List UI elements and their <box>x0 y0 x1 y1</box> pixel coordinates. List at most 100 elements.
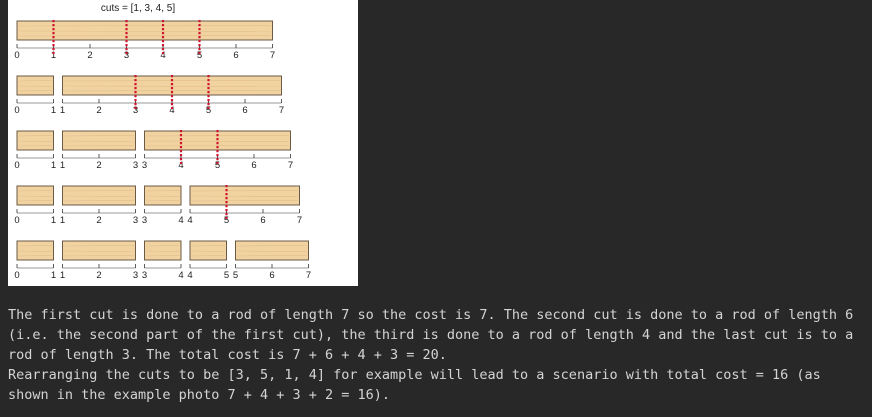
tick-label: 7 <box>279 105 284 116</box>
tick-label: 1 <box>60 105 65 116</box>
wood-grain <box>18 90 52 92</box>
tick-label: 0 <box>14 270 19 281</box>
tick-label: 2 <box>96 270 101 281</box>
tick-label: 6 <box>269 270 274 281</box>
rod-piece <box>16 240 54 261</box>
rod-piece <box>62 185 136 206</box>
rod-piece-body <box>62 240 136 261</box>
wood-grain <box>191 250 225 252</box>
wood-grain <box>64 250 134 252</box>
rod-piece-body <box>189 185 300 206</box>
tick-label: 3 <box>142 215 147 226</box>
tick-label: 4 <box>178 270 183 281</box>
wood-grain <box>64 245 134 247</box>
wood-grain <box>64 255 134 257</box>
tick-label: 3 <box>124 50 129 61</box>
rod-piece-body <box>16 130 54 151</box>
diagram-title: cuts = [1, 3, 4, 5] <box>101 3 175 14</box>
wood-grain <box>146 190 180 192</box>
tick-label: 5 <box>206 105 211 116</box>
wood-grain <box>64 135 134 137</box>
rod-piece-body <box>144 185 182 206</box>
tick-label: 3 <box>133 270 138 281</box>
rod-piece <box>62 240 136 261</box>
rod-piece <box>144 240 182 261</box>
tick-label: 2 <box>96 215 101 226</box>
wood-grain <box>146 200 180 202</box>
rod-piece-body <box>16 185 54 206</box>
wood-grain <box>64 145 134 147</box>
wood-grain <box>64 195 134 197</box>
wood-grain <box>64 85 280 87</box>
wood-grain <box>18 245 52 247</box>
rod-piece-body <box>16 75 54 96</box>
rod-row-1: 0 1 2 3 4 5 6 7 <box>14 20 275 61</box>
explanation-text: The first cut is done to a rod of length… <box>8 305 868 405</box>
rod-piece <box>16 185 54 206</box>
wood-grain <box>18 195 52 197</box>
wood-grain <box>18 200 52 202</box>
tick-label: 0 <box>14 215 19 226</box>
wood-grain <box>18 85 52 87</box>
tick-label: 1 <box>51 50 56 61</box>
tick-label: 6 <box>260 215 265 226</box>
rod-piece <box>62 130 136 151</box>
explanation-paragraph-2: Rearranging the cuts to be [3, 5, 1, 4] … <box>8 367 821 403</box>
tick-label: 0 <box>14 50 19 61</box>
rod-piece-body <box>16 240 54 261</box>
tick-label: 2 <box>96 160 101 171</box>
tick-label: 5 <box>233 270 238 281</box>
wood-grain <box>191 190 298 192</box>
tick-label: 5 <box>197 50 202 61</box>
wood-grain <box>237 245 307 247</box>
wood-grain <box>237 255 307 257</box>
tick-label: 2 <box>96 105 101 116</box>
tick-label: 5 <box>224 215 229 226</box>
tick-label: 1 <box>60 270 65 281</box>
tick-label: 6 <box>242 105 247 116</box>
rod-piece-body <box>62 185 136 206</box>
wood-grain <box>237 250 307 252</box>
rod-piece <box>144 185 182 206</box>
tick-label: 1 <box>60 160 65 171</box>
wood-grain <box>146 245 180 247</box>
tick-label: 4 <box>160 50 165 61</box>
wood-grain <box>146 195 180 197</box>
tick-label: 7 <box>270 50 275 61</box>
tick-label: 4 <box>187 215 192 226</box>
tick-label: 4 <box>178 160 183 171</box>
tick-label: 6 <box>233 50 238 61</box>
wood-grain <box>18 145 52 147</box>
wood-grain <box>191 200 298 202</box>
wood-grain <box>64 90 280 92</box>
tick-label: 0 <box>14 160 19 171</box>
wood-grain <box>146 145 289 147</box>
tick-label: 4 <box>178 215 183 226</box>
tick-label: 3 <box>142 160 147 171</box>
wood-grain <box>146 255 180 257</box>
tick-label: 7 <box>306 270 311 281</box>
wood-grain <box>18 190 52 192</box>
tick-label: 1 <box>51 215 56 226</box>
wood-grain <box>64 190 134 192</box>
tick-label: 6 <box>251 160 256 171</box>
rod-piece <box>16 130 54 151</box>
tick-label: 3 <box>133 160 138 171</box>
tick-label: 5 <box>224 270 229 281</box>
tick-label: 7 <box>297 215 302 226</box>
tick-label: 1 <box>60 215 65 226</box>
rod-piece <box>189 240 227 261</box>
wood-grain <box>146 140 289 142</box>
tick-label: 2 <box>87 50 92 61</box>
tick-label: 3 <box>133 105 138 116</box>
wood-grain <box>18 25 271 27</box>
wood-grain <box>191 195 298 197</box>
tick-label: 5 <box>215 160 220 171</box>
wood-grain <box>18 140 52 142</box>
tick-label: 3 <box>142 270 147 281</box>
wood-grain <box>18 135 52 137</box>
